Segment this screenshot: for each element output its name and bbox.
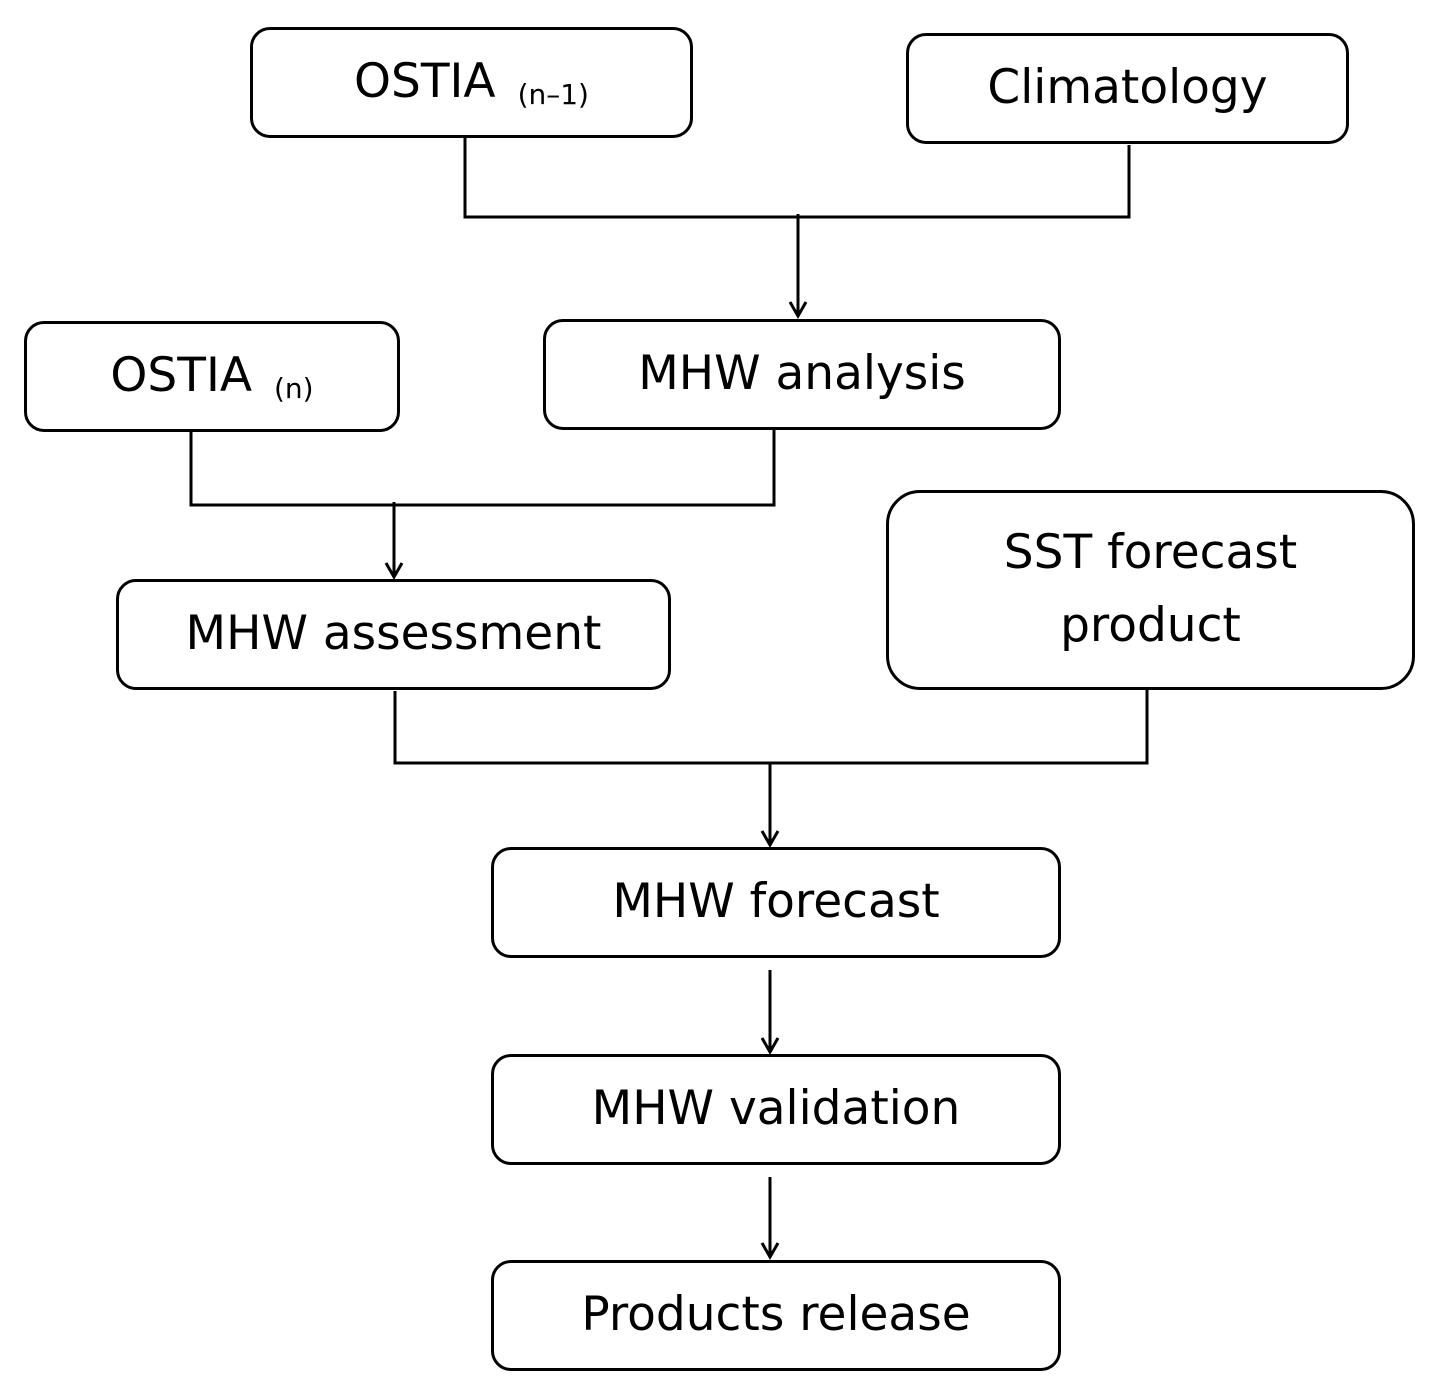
node-products-release-label: Products release — [581, 1287, 971, 1343]
node-mhw-validation: MHW validation — [491, 1054, 1061, 1165]
merge-line-inputs — [463, 138, 1131, 219]
node-sst-forecast-product: SST forecast product — [886, 490, 1415, 690]
node-ostia-n-minus-1-label: OSTIA — [354, 54, 496, 110]
node-ostia-n-minus-1: OSTIA (n–1) — [250, 27, 693, 138]
node-sst-forecast-product-line2: product — [1060, 598, 1241, 653]
node-products-release: Products release — [491, 1260, 1061, 1371]
node-mhw-assessment: MHW assessment — [116, 579, 671, 690]
node-mhw-forecast: MHW forecast — [491, 847, 1061, 958]
node-ostia-n: OSTIA (n) — [24, 321, 400, 432]
node-mhw-validation-label: MHW validation — [591, 1081, 961, 1137]
node-ostia-n-minus-1-subscript: (n–1) — [517, 77, 589, 111]
node-climatology: Climatology — [906, 33, 1349, 144]
node-ostia-n-label: OSTIA — [110, 348, 252, 404]
merge-line-analysis — [189, 430, 776, 507]
merge-line-forecast — [393, 690, 1149, 765]
node-mhw-forecast-label: MHW forecast — [612, 874, 940, 930]
node-sst-forecast-product-text: SST forecast product — [1004, 517, 1297, 663]
node-ostia-n-subscript: (n) — [273, 371, 314, 405]
node-mhw-analysis-label: MHW analysis — [638, 346, 966, 402]
node-climatology-label: Climatology — [987, 60, 1268, 116]
node-mhw-assessment-label: MHW assessment — [185, 606, 602, 662]
node-mhw-analysis: MHW analysis — [543, 319, 1061, 430]
node-sst-forecast-product-line1: SST forecast — [1003, 525, 1298, 581]
